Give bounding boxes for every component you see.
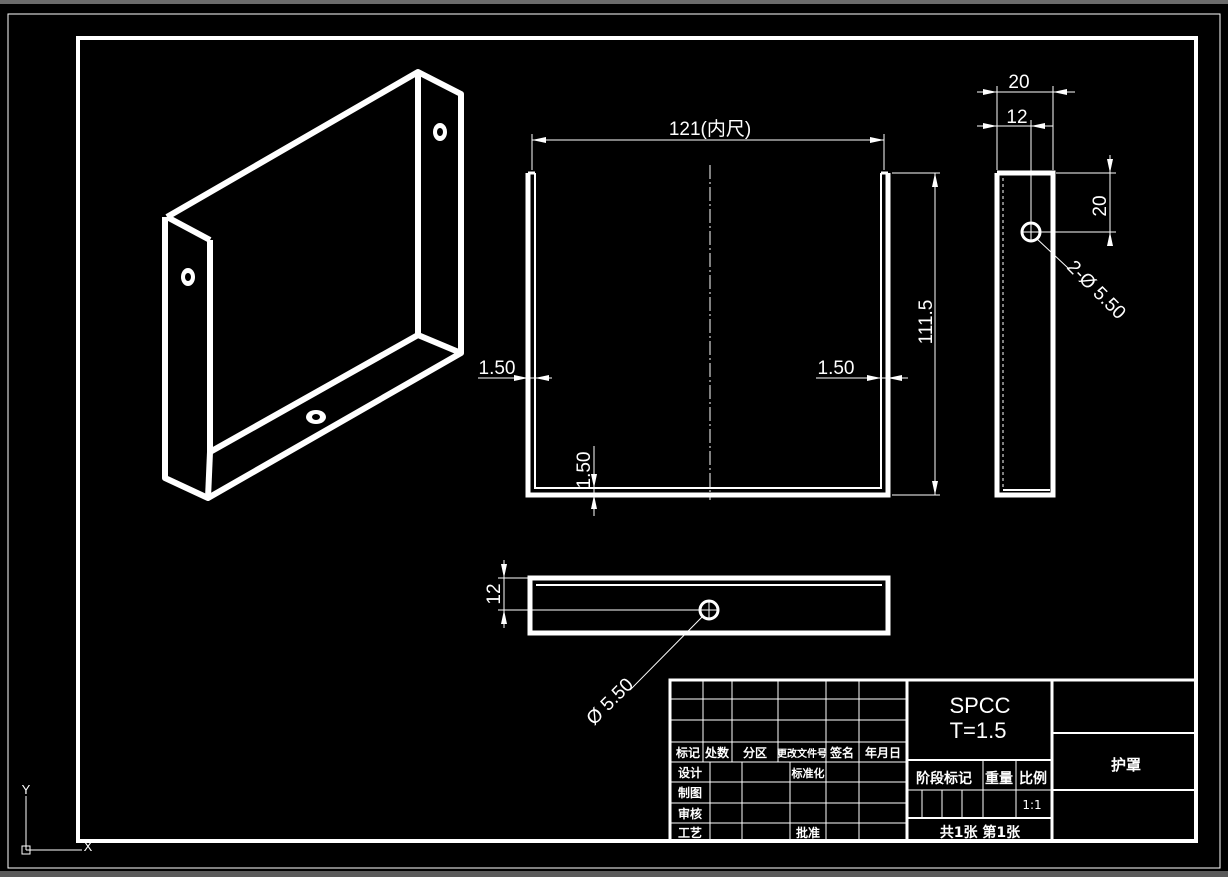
ucs-y-label: Y	[22, 782, 31, 797]
dim-side-holes-text: 2-Ø 5.50	[1062, 257, 1129, 324]
tb-sheets: 共1张 第1张	[940, 824, 1021, 841]
tb-stage-mark: 阶段标记	[916, 770, 972, 787]
front-view[interactable]: 121(内尺) 111.5 1.50 1.50 1.50	[478, 118, 940, 516]
tb-header-1: 处数	[704, 745, 730, 760]
dim-right-thickness-text: 1.50	[818, 358, 855, 379]
tb-thickness: T=1.5	[950, 718, 1007, 743]
tb-design: 设计	[678, 765, 702, 780]
iso-holes	[181, 123, 447, 424]
dim-bottom-thickness-text: 1.50	[574, 452, 595, 489]
title-block[interactable]	[668, 678, 1198, 843]
dim-side-20v-text: 20	[1090, 195, 1111, 216]
tb-standardize: 标准化	[791, 766, 825, 780]
tb-header-0: 标记	[675, 745, 700, 760]
tb-header-5: 年月日	[865, 745, 901, 760]
side-view[interactable]: 20 12 20 2-Ø 5.50	[977, 72, 1130, 498]
drawing-border	[76, 36, 1198, 843]
leader-side-holes	[1035, 237, 1069, 269]
tb-scale-value: 1:1	[1022, 798, 1041, 812]
iso-edge-right-bottom	[416, 332, 463, 356]
ucs-icon: Y X	[21, 782, 93, 855]
dim-side-12-text: 12	[1006, 107, 1027, 128]
dim-left-thickness-text: 1.50	[479, 358, 516, 379]
title-block-text: 标记 处数 分区 更改文件号 签名 年月日 设计 标准化 制图 审核 工艺 批准…	[675, 693, 1141, 841]
bottom-outline	[527, 575, 891, 636]
sheet-outline	[7, 13, 1221, 869]
tb-material: SPCC	[949, 693, 1010, 718]
tb-weight: 重量	[985, 770, 1013, 787]
tb-drawing: 制图	[678, 785, 702, 800]
dim-bottom-12-text: 12	[484, 583, 505, 604]
tb-approve: 批准	[796, 825, 820, 840]
dim-side-20-text: 20	[1008, 72, 1029, 93]
dim-bottom-hole-text: Ø 5.50	[583, 674, 638, 729]
dim-height-text: 111.5	[916, 300, 937, 345]
ucs-x-label: X	[84, 839, 93, 854]
isometric-view[interactable]	[162, 69, 464, 501]
tb-header-3: 更改文件号	[777, 747, 827, 760]
iso-edge-bottom-inner	[208, 332, 420, 455]
front-inner	[534, 173, 882, 489]
dim-width-text: 121(内尺)	[669, 118, 751, 140]
side-outline	[994, 170, 1056, 498]
leader-bottom-hole	[629, 615, 704, 691]
bottom-tab-strip[interactable]	[0, 871, 1228, 877]
front-outline	[525, 173, 891, 498]
tb-review: 审核	[678, 806, 702, 821]
tb-header-2: 分区	[743, 745, 767, 760]
iso-edge-left-bottom	[205, 451, 213, 499]
tb-scale-label: 比例	[1019, 770, 1047, 787]
tb-header-4: 签名	[829, 745, 854, 760]
tb-process: 工艺	[678, 825, 702, 840]
bottom-view[interactable]: 12 Ø 5.50	[484, 560, 891, 730]
iso-edge-left-top	[165, 214, 212, 243]
tb-part-name: 护罩	[1111, 756, 1141, 774]
top-toolbar-strip	[0, 0, 1228, 4]
